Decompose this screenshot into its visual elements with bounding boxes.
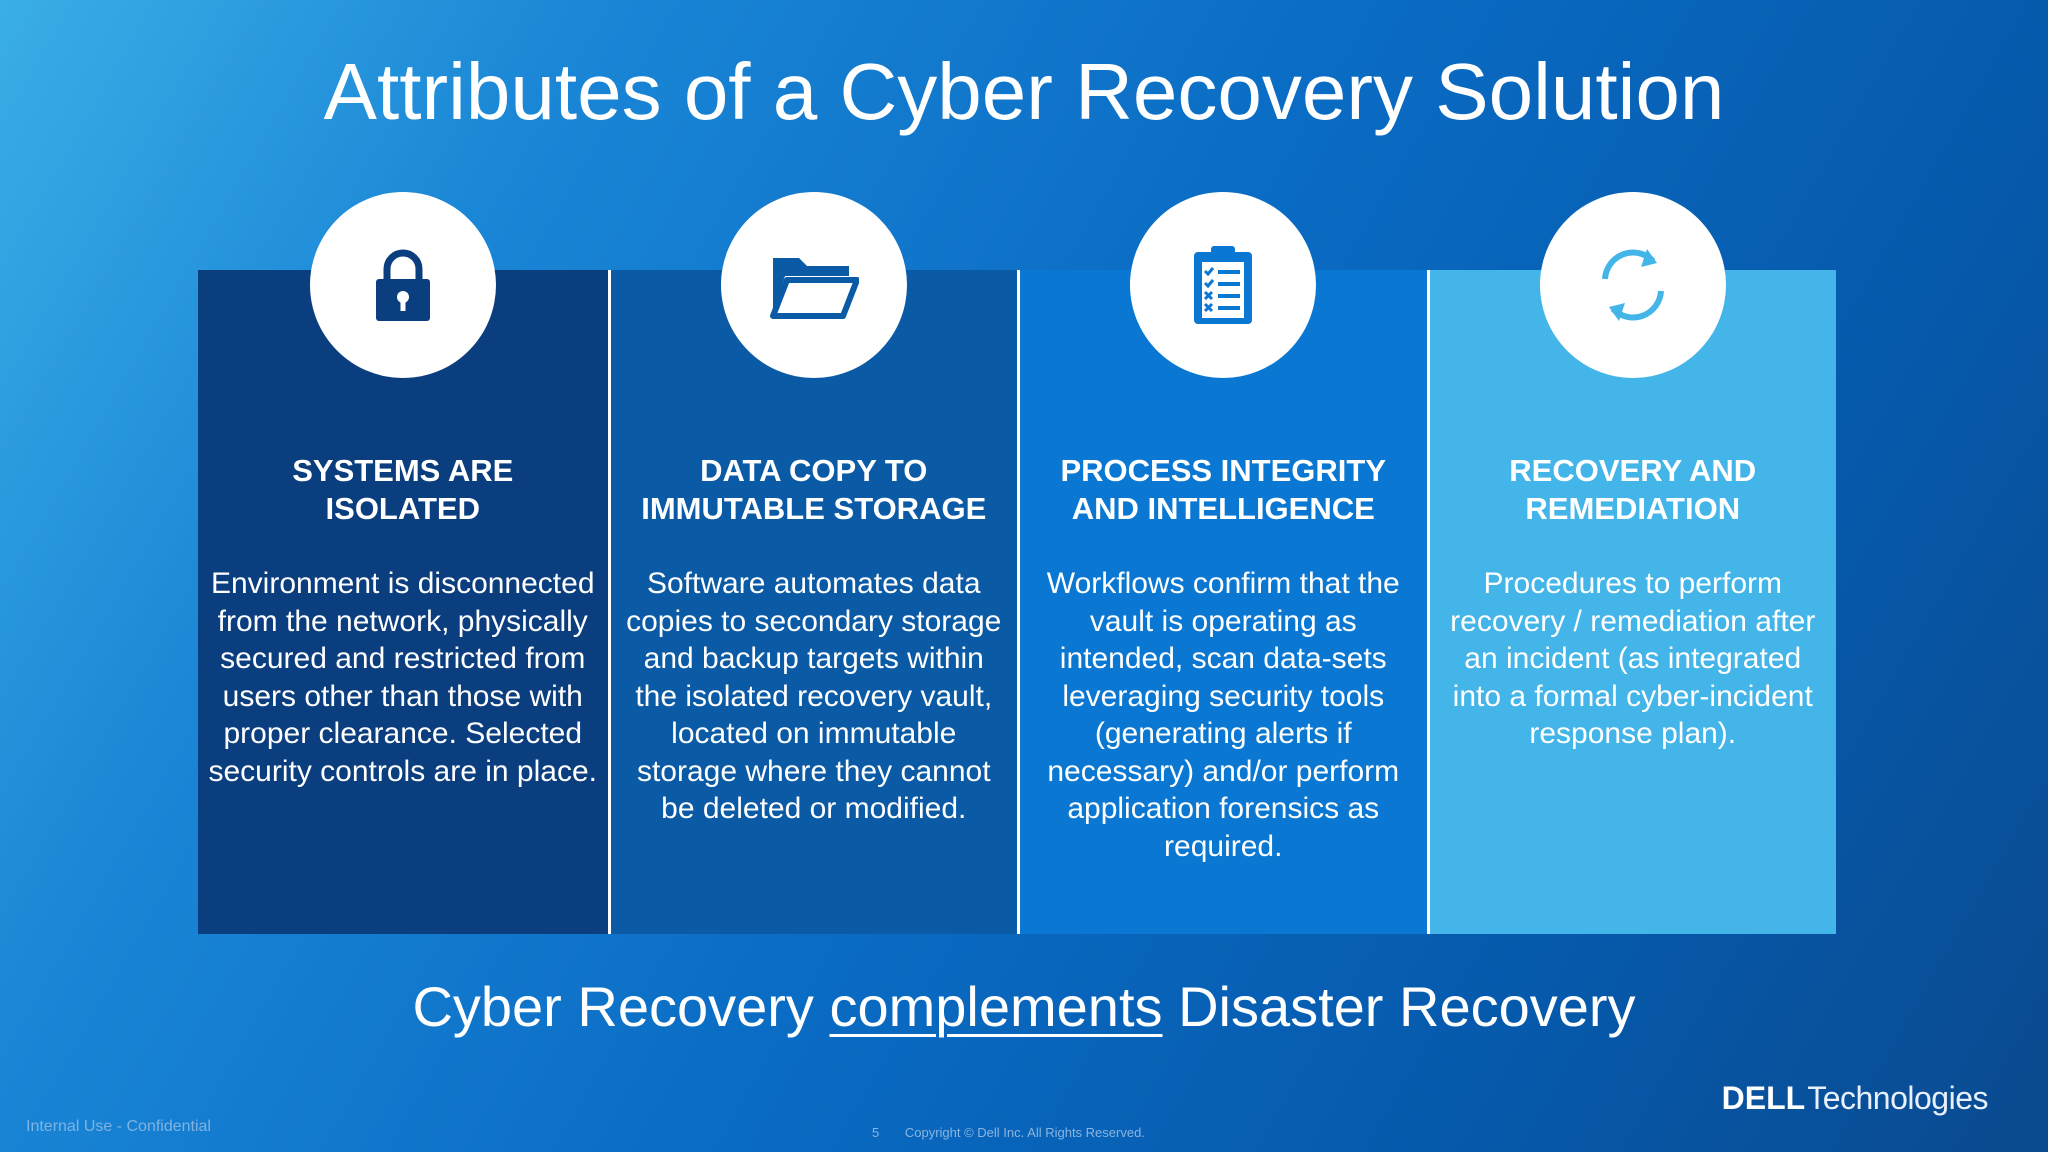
folder-icon	[769, 258, 859, 319]
tagline-start: Cyber Recovery	[412, 975, 830, 1038]
panel-recovery-remediation: RECOVERY AND REMEDIATION Procedures to p…	[1426, 192, 1836, 934]
icon-circle	[720, 192, 907, 378]
footer-info: 5 Copyright © Dell Inc. All Rights Reser…	[872, 1125, 1145, 1140]
dell-technologies-logo: DELL Technologies	[1721, 1080, 1989, 1117]
clipboard-checklist-icon	[1194, 246, 1253, 324]
panel-immutable-storage: DATA COPY TO IMMUTABLE STORAGE Software …	[607, 192, 1017, 934]
icon-circle	[1130, 192, 1317, 378]
panel-description: Workflows confirm that the vault is oper…	[1046, 567, 1400, 863]
tagline: Cyber Recovery complements Disaster Reco…	[0, 972, 2048, 1042]
logo-suffix: Technologies	[1807, 1080, 1988, 1116]
panel-description: Software automates data copies to second…	[626, 567, 1002, 825]
panel-description: Procedures to perform recovery / remedia…	[1450, 567, 1816, 750]
lock-icon	[375, 249, 430, 321]
panel-heading: DATA COPY TO IMMUTABLE STORAGE	[641, 453, 987, 526]
panel-description: Environment is disconnected from the net…	[208, 567, 597, 788]
panel-heading: RECOVERY AND REMEDIATION	[1509, 453, 1757, 526]
panel-process-integrity: PROCESS INTEGRITY AND INTELLIGENCE Workf…	[1017, 192, 1427, 934]
icon-circle	[309, 192, 496, 378]
tagline-emphasis: complements	[829, 975, 1163, 1038]
copyright-text: Copyright © Dell Inc. All Rights Reserve…	[904, 1125, 1145, 1140]
panel-heading: PROCESS INTEGRITY AND INTELLIGENCE	[1060, 453, 1387, 526]
page-number: 5	[872, 1125, 880, 1140]
tagline-end: Disaster Recovery	[1162, 975, 1636, 1038]
slide-title: Attributes of a Cyber Recovery Solution	[323, 47, 1725, 136]
logo-brand: DELL	[1721, 1080, 1806, 1116]
panel-systems-isolated: SYSTEMS ARE ISOLATED Environment is disc…	[198, 192, 608, 934]
refresh-cycle-icon	[1601, 249, 1664, 321]
icon-circle	[1539, 192, 1726, 378]
panel-heading: SYSTEMS ARE ISOLATED	[292, 453, 514, 526]
classification-label: Internal Use - Confidential	[26, 1118, 211, 1135]
attribute-panels: SYSTEMS ARE ISOLATED Environment is disc…	[198, 192, 1836, 934]
